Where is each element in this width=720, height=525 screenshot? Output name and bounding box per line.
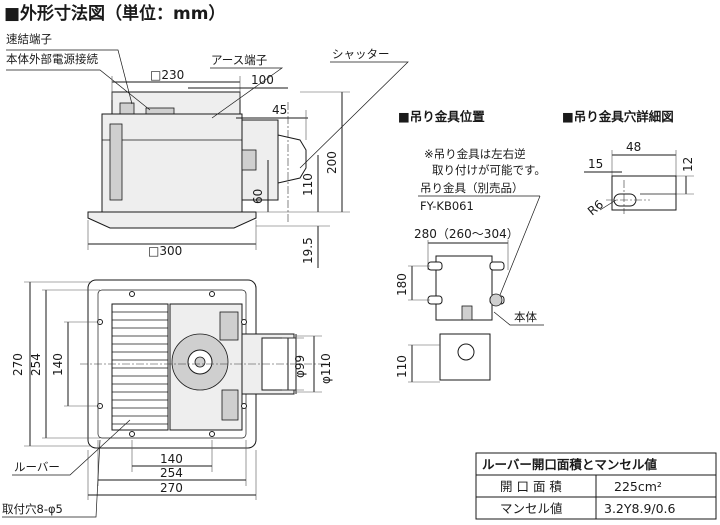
label-external-power: 本体外部電源接続 [6, 52, 98, 66]
spec-row-value: 3.2Y8.9/0.6 [604, 501, 676, 516]
leader-external-power [6, 69, 151, 111]
label-earth-terminal: アース端子 [211, 53, 267, 67]
dim-v140: 140 [51, 353, 65, 376]
dim-phi110: φ110 [319, 353, 333, 384]
leader-main-body [493, 311, 544, 326]
dim-19-5: 19.5 [301, 237, 315, 264]
dim-h140: 140 [160, 452, 183, 466]
plan-view-dims: 270 254 140 φ99 φ110 140 254 270 [11, 281, 333, 500]
hanger-note-1: ※吊り金具は左右逆 [424, 147, 526, 161]
plan-view [80, 279, 328, 449]
leader-earth [210, 67, 284, 119]
hanger-note-2: 取り付けが可能です。 [432, 163, 546, 177]
side-view-callouts: 速結端子 本体外部電源接続 アース端子 シャッター □230 100 45 60… [6, 32, 409, 268]
dim-hole-15: 15 [588, 157, 603, 171]
dim-phi99: φ99 [293, 355, 307, 378]
page-title: ■外形寸法図（単位：mm） [4, 3, 226, 24]
plan-view-callouts: ルーバー 取付穴8-φ5 [2, 419, 131, 518]
spec-table: ルーバー開口面積とマンセル値 開 口 面 積 225cm² マンセル値 3.2Y… [475, 452, 717, 520]
shutter-flap [277, 134, 307, 184]
dim-hanger-280: 280（260〜304） [414, 227, 519, 241]
spec-row-value: 225cm² [614, 479, 662, 494]
hanger-tab-tr [489, 261, 505, 271]
hanger-position-section: ■吊り金具位置 ※吊り金具は左右逆 取り付けが可能です。 吊り金具（別売品） F… [395, 109, 546, 383]
label-quick-terminal: 速結端子 [6, 32, 52, 46]
spec-row-label: マンセル値 [500, 501, 563, 516]
shutter-hinge [241, 149, 257, 171]
hanger-outlet [457, 343, 475, 361]
hanger-tab-tl [427, 261, 443, 271]
leader-louver [12, 419, 131, 476]
connector-box [119, 102, 135, 116]
dim-hanger-110: 110 [395, 355, 409, 378]
dim-60: 60 [251, 189, 265, 204]
label-shutter: シャッター [332, 47, 390, 61]
label-main-body: 本体 [514, 310, 537, 324]
side-view [87, 91, 307, 229]
louver-panel [111, 303, 169, 431]
unit-body [101, 113, 243, 213]
grille-frame [87, 211, 257, 229]
dim-hole-12: 12 [681, 157, 695, 172]
hanger-position-heading: ■吊り金具位置 [398, 109, 485, 124]
hanger-part-number: FY-KB061 [420, 199, 474, 213]
label-louver: ルーバー [14, 460, 60, 474]
dim-h270: 270 [160, 481, 183, 495]
dim-width-300: □300 [148, 244, 182, 258]
hole-detail-section: ■吊り金具穴詳細図 48 15 12 R6 [562, 109, 695, 218]
leader-mounting-holes [2, 439, 101, 518]
leader-shutter [299, 61, 409, 169]
side-bracket [109, 123, 123, 201]
dim-v254: 254 [29, 353, 43, 376]
spec-table-title: ルーバー開口面積とマンセル値 [482, 457, 657, 472]
dim-hanger-180: 180 [395, 273, 409, 296]
leader-quick-terminal [6, 49, 133, 105]
dim-v270: 270 [11, 353, 25, 376]
dim-110: 110 [301, 173, 315, 196]
dim-hole-48: 48 [626, 140, 641, 154]
spec-row-label: 開 口 面 積 [500, 479, 562, 494]
hanger-tab-bl [427, 295, 443, 305]
label-mounting-holes: 取付穴8-φ5 [2, 502, 63, 516]
dim-45: 45 [272, 103, 287, 117]
dim-100: 100 [251, 73, 274, 87]
leader-hanger-part [497, 195, 541, 301]
dim-200: 200 [325, 151, 339, 174]
louver-slats [112, 311, 168, 425]
hole-detail-heading: ■吊り金具穴詳細図 [562, 109, 674, 124]
dim-width-230: □230 [150, 68, 184, 82]
hanger-part-name: 吊り金具（別売品） [420, 181, 524, 195]
dim-h254: 254 [160, 466, 183, 480]
